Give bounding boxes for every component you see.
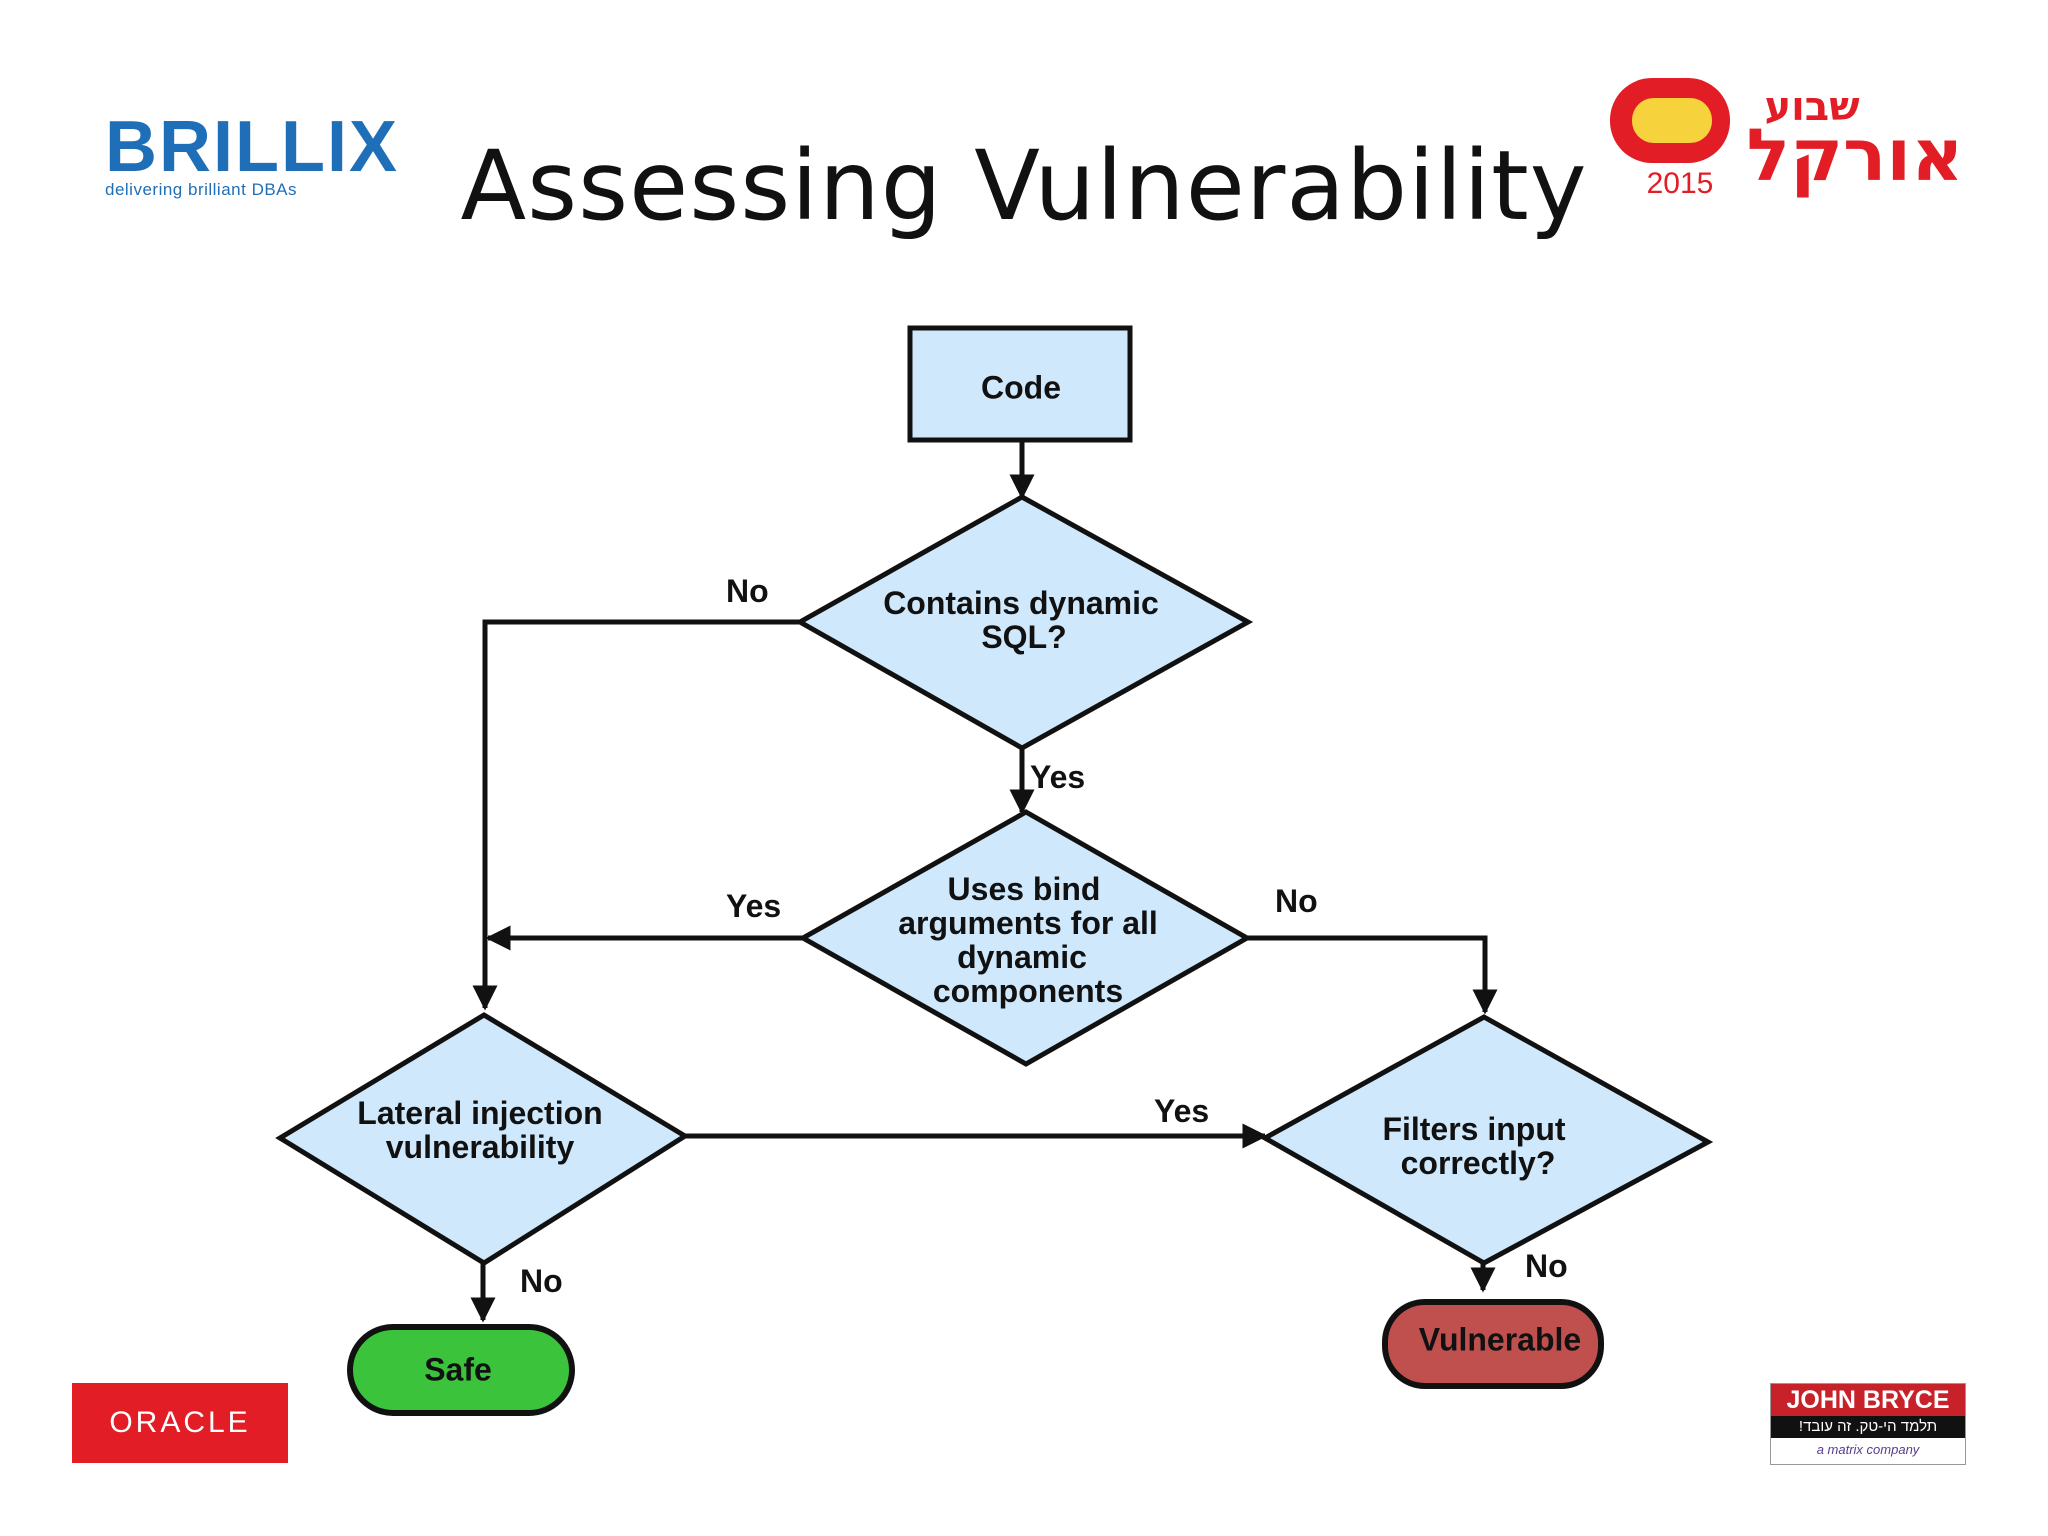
node-lateral-injection-line-1: Lateral injection: [357, 1095, 602, 1131]
john-bryce-company: a matrix company: [1816, 1442, 1920, 1457]
john-bryce-logo: JOHN BRYCE תלמד הי-טק. זה עובד! a matrix…: [1770, 1383, 1966, 1465]
edge-label-dynamic-yes: Yes: [1030, 759, 1085, 795]
edge-dynamic-no: [472, 619, 800, 1011]
node-bind-arguments-line-4: components: [933, 973, 1123, 1009]
edge-label-lateral-yes: Yes: [1154, 1093, 1209, 1129]
node-filters-input-line-2: correctly?: [1401, 1145, 1556, 1181]
brillix-wordmark: BRILLIX: [105, 107, 399, 187]
edge-label-filters-no: No: [1525, 1248, 1568, 1284]
node-dynamic-sql-line-1: Contains dynamic: [883, 585, 1159, 621]
node-code-label: Code: [981, 369, 1061, 405]
node-bind-arguments: Uses bind arguments for all dynamic comp…: [797, 809, 1253, 1067]
node-dynamic-sql-line-2: SQL?: [981, 619, 1066, 655]
node-filters-input: Filters input correctly?: [1259, 1014, 1714, 1266]
node-vulnerable: Vulnerable: [1382, 1299, 1604, 1389]
node-bind-arguments-line-3: dynamic: [957, 939, 1087, 975]
oracle-logo: ORACLE: [72, 1383, 288, 1463]
edge-label-bind-yes: Yes: [726, 888, 781, 924]
node-lateral-injection: Lateral injection vulnerability: [275, 1012, 690, 1266]
node-vulnerable-label: Vulnerable: [1419, 1321, 1581, 1357]
edge-label-bind-no: No: [1275, 883, 1318, 919]
oracle-week-logo: שבוע אורקל 2015: [1610, 78, 1964, 200]
node-bind-arguments-line-2: arguments for all: [898, 905, 1158, 941]
edge-labels: No Yes Yes No Yes No No: [520, 573, 1568, 1299]
edge-bind-no: [1247, 935, 1498, 1015]
edge-label-lateral-no: No: [520, 1263, 563, 1299]
node-safe-label: Safe: [424, 1351, 492, 1387]
oracle-week-hebrew-top: שבוע: [1764, 84, 1859, 130]
node-filters-input-line-1: Filters input: [1382, 1111, 1565, 1147]
oracle-week-year: 2015: [1647, 167, 1714, 200]
john-bryce-hebrew: תלמד הי-טק. זה עובד!: [1771, 1416, 1965, 1438]
edges: [470, 442, 1498, 1323]
john-bryce-name: JOHN BRYCE: [1771, 1384, 1965, 1416]
node-code: Code: [907, 325, 1133, 443]
node-dynamic-sql: Contains dynamic SQL?: [794, 494, 1254, 751]
edge-label-dynamic-no: No: [726, 573, 769, 609]
slide-title: Assessing Vulnerability: [460, 130, 1588, 242]
brillix-tagline: delivering brilliant DBAs: [105, 180, 298, 199]
node-bind-arguments-line-1: Uses bind: [948, 871, 1101, 907]
brillix-logo: BRILLIX delivering brilliant DBAs: [105, 107, 399, 200]
node-safe: Safe: [347, 1324, 575, 1416]
node-lateral-injection-line-2: vulnerability: [386, 1129, 575, 1165]
oracle-week-hebrew-main: אורקל: [1746, 113, 1963, 197]
